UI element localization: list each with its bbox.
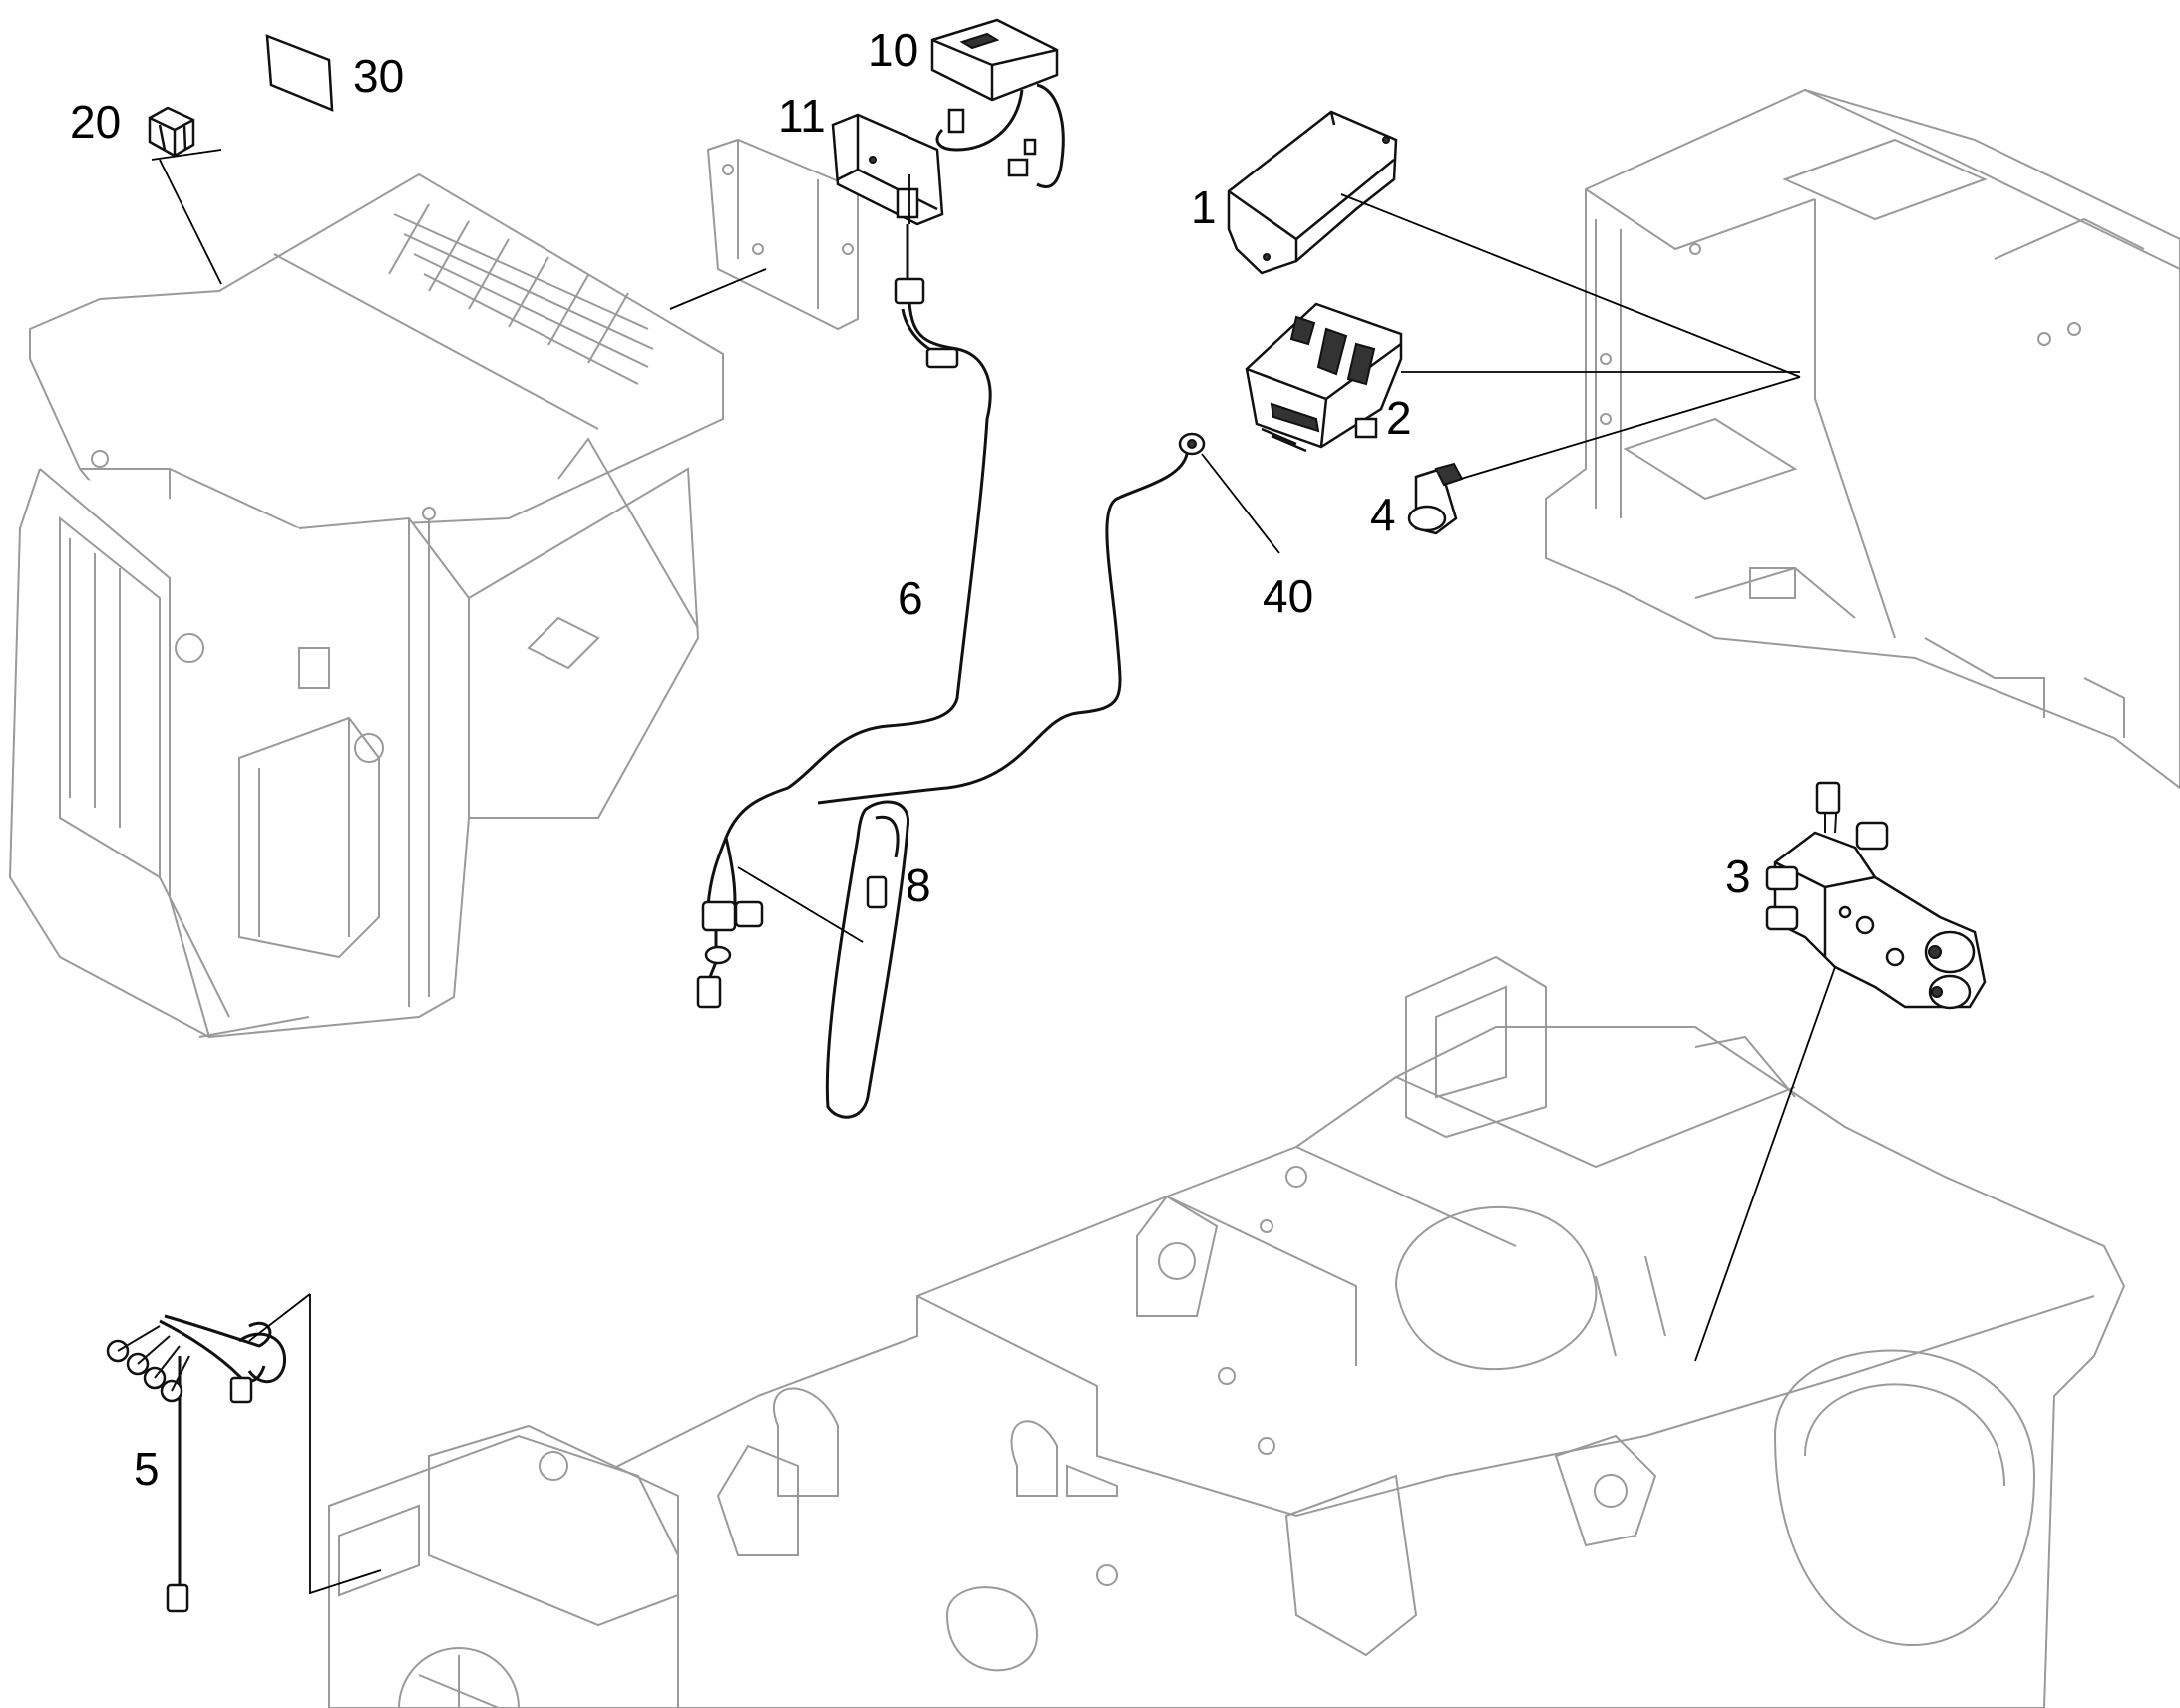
leader-lines [151,149,1836,1595]
part-4-sensor[interactable] [1407,462,1464,535]
part-3-valve-block[interactable] [1765,781,1987,1010]
callout-20: 20 [70,96,121,148]
ecu-bracket-ghost [706,138,859,331]
callout-5: 5 [134,1443,160,1495]
callout-30: 30 [353,50,404,102]
callout-8: 8 [906,859,931,911]
callout-labels: 1 2 3 4 5 6 8 10 11 20 30 40 [70,24,1751,1495]
part-30-label[interactable] [265,34,334,112]
part-6-harness[interactable] [696,224,992,1009]
part-40-sensor-cable[interactable] [817,432,1206,805]
roof-grille [388,203,654,385]
callout-4: 4 [1370,489,1396,540]
callout-6: 6 [898,572,923,624]
cab-assembly-ghost [8,138,859,1039]
part-1-cover-plate[interactable] [1227,110,1398,275]
part-5-harness[interactable] [106,1314,286,1613]
rear-frame-ghost [1545,88,2180,790]
callout-3: 3 [1725,851,1751,902]
callout-11: 11 [778,90,826,142]
callout-10: 10 [868,24,918,76]
part-11-ecu[interactable] [831,113,944,226]
part-10-module[interactable] [930,18,1065,188]
callout-1: 1 [1191,181,1217,233]
part-20-relay[interactable] [148,106,195,158]
part-2-control-unit[interactable] [1245,302,1403,453]
chassis-frame-ghost [328,955,2126,1708]
callout-40: 40 [1263,570,1313,622]
part-8-cable-loop[interactable] [825,800,909,1119]
callout-2: 2 [1386,392,1412,444]
